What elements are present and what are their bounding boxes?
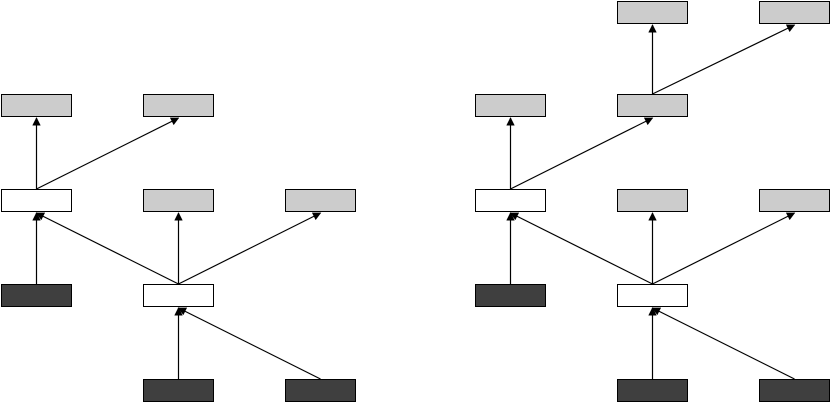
right-diagram-edge-W1-to-L2 (510, 117, 654, 190)
left-diagram-node-L4-light (285, 189, 356, 212)
right-diagram-node-L2-light (617, 94, 688, 117)
left-diagram-node-L2-light (143, 94, 214, 117)
right-diagram-node-W2-white (617, 284, 688, 307)
right-diagram-node-L6-light (759, 1, 830, 24)
right-diagram-node-D2-dark (617, 379, 688, 402)
left-diagram-node-D3-dark (285, 379, 356, 402)
left-diagram-node-L1-light (1, 94, 72, 117)
right-diagram-node-D3-dark (759, 379, 830, 402)
left-diagram-edge-W2-to-L4 (178, 212, 322, 285)
right-diagram-node-L4-light (759, 189, 830, 212)
left-diagram-edge-D3-to-W2 (177, 307, 321, 380)
left-diagram-node-W1-white (1, 189, 72, 212)
edges-layer (32, 24, 796, 380)
left-diagram-node-D1-dark (1, 284, 72, 307)
right-diagram-node-L3-light (617, 189, 688, 212)
left-diagram-node-D2-dark (143, 379, 214, 402)
left-diagram-node-W2-white (143, 284, 214, 307)
right-diagram-node-L5-light (617, 1, 688, 24)
right-diagram-edge-W2-to-L4 (652, 212, 796, 285)
right-diagram-node-D1-dark (475, 284, 546, 307)
right-diagram-edge-W2-to-W1 (509, 212, 653, 285)
left-diagram-edge-W2-to-W1 (35, 212, 179, 285)
right-diagram-edge-D3-to-W2 (651, 307, 795, 380)
left-diagram-node-L3-light (143, 189, 214, 212)
left-diagram-edge-W1-to-L2 (36, 117, 180, 190)
right-diagram-edge-L2-to-L6 (652, 24, 796, 95)
right-diagram-node-L1-light (475, 94, 546, 117)
right-diagram-node-W1-white (475, 189, 546, 212)
